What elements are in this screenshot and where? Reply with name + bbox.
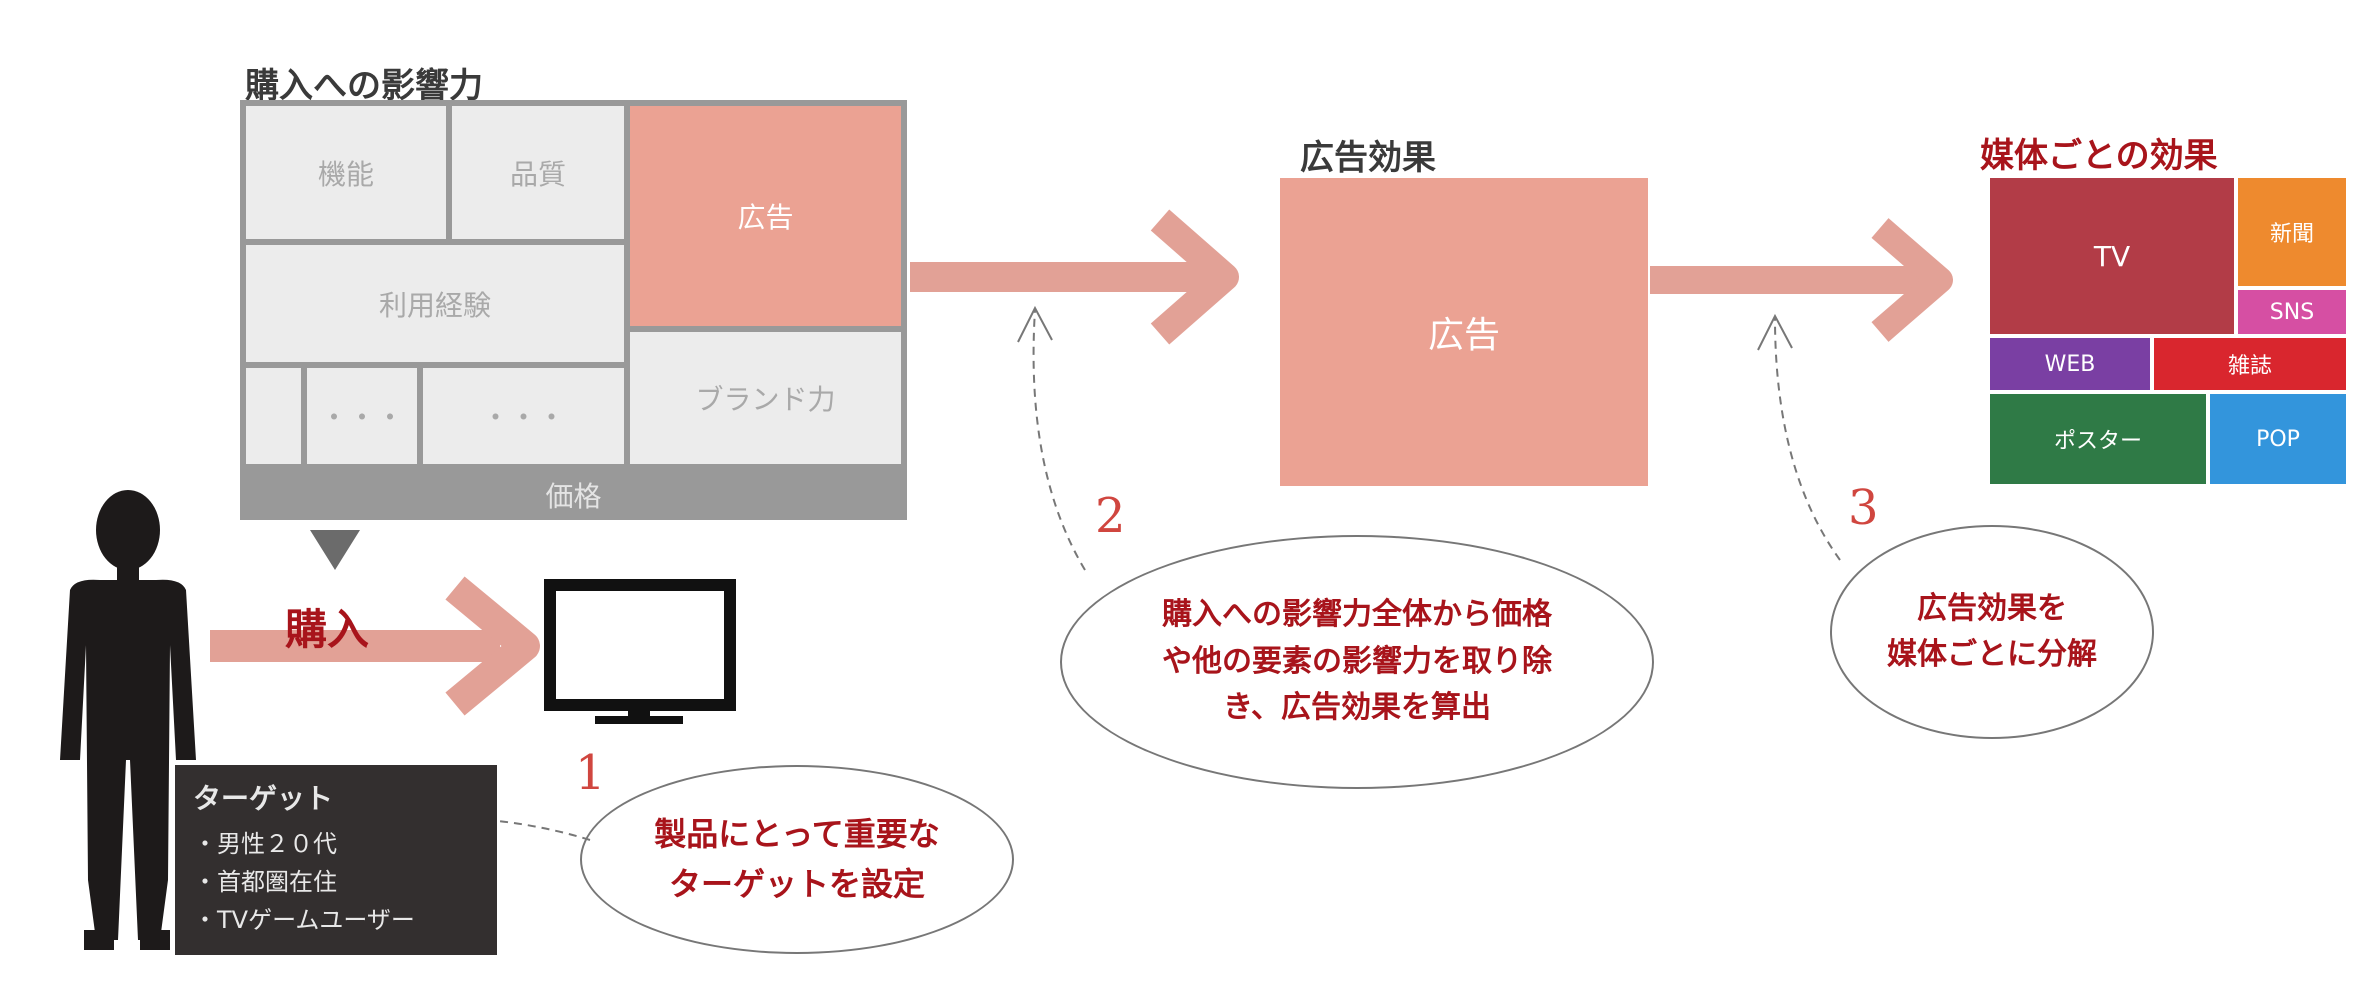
media-newspaper: 新聞 bbox=[2238, 178, 2346, 286]
cell-small-2: ・・・ bbox=[307, 368, 417, 464]
cell-brand: ブランド力 bbox=[630, 332, 901, 464]
media-treemap: TV 新聞 SNS WEB 雑誌 ポスター POP bbox=[1990, 178, 2346, 484]
cell-small-1 bbox=[246, 368, 301, 464]
target-item: ・男性２０代 bbox=[193, 830, 337, 858]
cell-quality: 品質 bbox=[452, 106, 624, 239]
step-2-text: き、広告効果を算出 bbox=[1223, 690, 1491, 726]
cell-small-3: ・・・ bbox=[423, 368, 624, 464]
monitor-icon bbox=[544, 579, 736, 724]
step-number: 1 bbox=[575, 745, 606, 801]
arrow-right-icon bbox=[1650, 218, 1953, 342]
target-item: ・TVゲームユーザー bbox=[193, 906, 415, 934]
step-number: 2 bbox=[1095, 488, 1126, 544]
media-tv: TV bbox=[1990, 178, 2234, 334]
step-1-text: ターゲットを設定 bbox=[668, 864, 925, 903]
ad-effect-box: 広告 bbox=[1280, 178, 1648, 486]
step-1-bubble: 製品にとって重要な ターゲットを設定 bbox=[580, 765, 1014, 954]
cell-ad: 広告 bbox=[630, 106, 901, 326]
step-2-text: や他の要素の影響力を取り除 bbox=[1162, 643, 1552, 679]
step-number: 3 bbox=[1848, 480, 1879, 536]
step-3-text: 媒体ごとに分解 bbox=[1887, 637, 2097, 672]
media-effect-title: 媒体ごとの効果 bbox=[1980, 136, 2218, 176]
influence-title: 購入への影響力 bbox=[245, 66, 483, 106]
cell-experience: 利用経験 bbox=[246, 245, 624, 362]
media-web: WEB bbox=[1990, 338, 2150, 390]
step-3-bubble: 広告効果を 媒体ごとに分解 bbox=[1830, 525, 2154, 739]
purchase-label: 購入 bbox=[285, 605, 370, 654]
step-2-text: 購入への影響力全体から価格 bbox=[1162, 597, 1552, 633]
ad-effect-title: 広告効果 bbox=[1300, 138, 1436, 178]
media-pop: POP bbox=[2210, 394, 2346, 484]
cell-function: 機能 bbox=[246, 106, 446, 239]
price-bar: 価格 bbox=[545, 480, 602, 513]
down-triangle-icon bbox=[310, 530, 360, 570]
target-item: ・首都圏在住 bbox=[193, 868, 337, 896]
media-poster: ポスター bbox=[1990, 394, 2206, 484]
arrow-right-icon bbox=[910, 209, 1239, 345]
media-magazine: 雑誌 bbox=[2154, 338, 2346, 390]
step-3-text: 広告効果を bbox=[1917, 590, 2067, 626]
target-box: ターゲット ・男性２０代 ・首都圏在住 ・TVゲームユーザー bbox=[175, 765, 497, 955]
target-heading: ターゲット bbox=[193, 782, 334, 815]
influence-box: 機能 品質 広告 利用経験 ・・・ ・・・ ブランド力 価格 bbox=[240, 100, 907, 520]
step-2-bubble: 購入への影響力全体から価格 や他の要素の影響力を取り除 き、広告効果を算出 bbox=[1060, 535, 1654, 789]
step-1-text: 製品にとって重要な bbox=[654, 814, 940, 853]
media-sns: SNS bbox=[2238, 290, 2346, 334]
